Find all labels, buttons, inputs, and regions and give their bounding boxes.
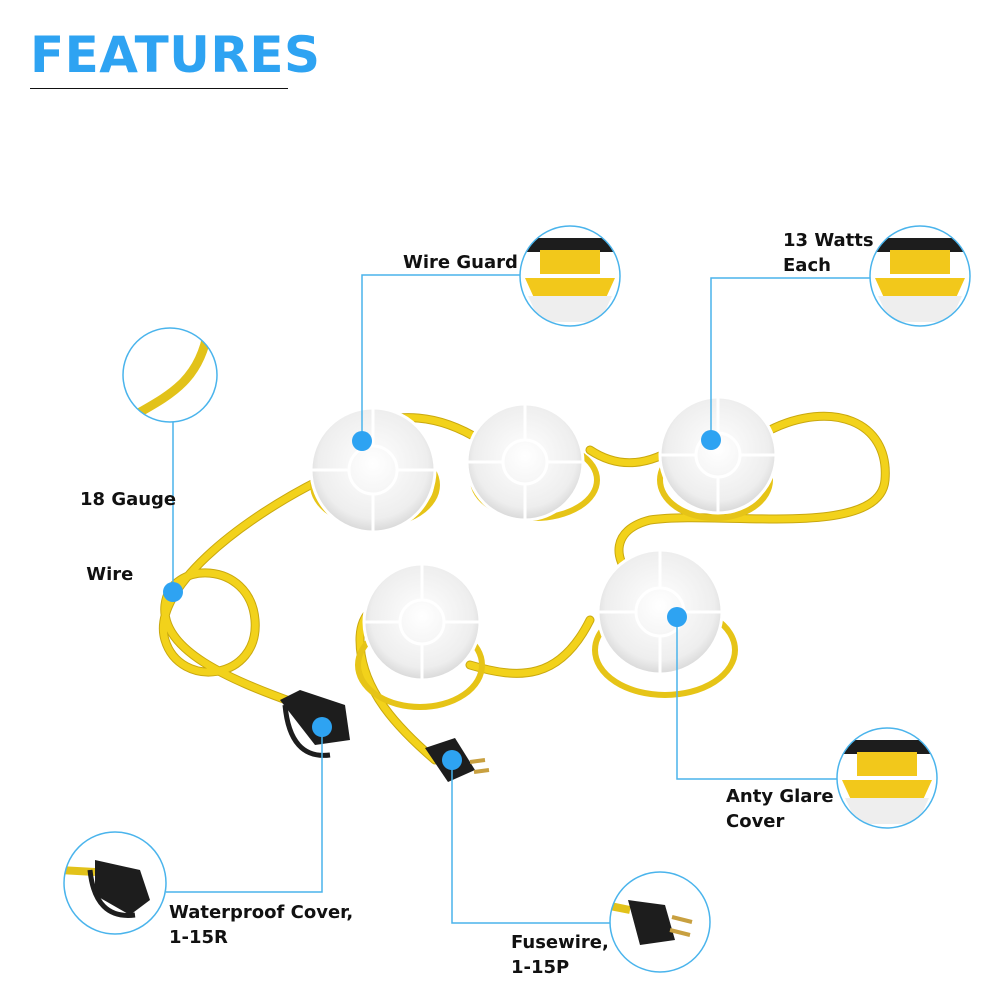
detail-waterproof bbox=[64, 860, 150, 918]
label-line: Wire bbox=[80, 564, 134, 585]
lamp-2 bbox=[465, 402, 585, 522]
dot-13-watts bbox=[701, 430, 721, 450]
lamp-5 bbox=[596, 548, 724, 676]
label-line: Fusewire, bbox=[511, 932, 609, 953]
detail-13-watts bbox=[870, 238, 970, 322]
dot-fusewire bbox=[442, 750, 462, 770]
label-line: 1-15P bbox=[511, 957, 570, 978]
detail-wire-guard bbox=[520, 238, 620, 322]
dot-18-gauge bbox=[163, 582, 183, 602]
label-anty-glare: Anty Glare Cover bbox=[726, 784, 834, 834]
lamp-1 bbox=[309, 406, 437, 534]
label-line: 18 Gauge bbox=[80, 489, 177, 510]
label-line: Wire Guard bbox=[403, 252, 518, 273]
label-13-watts: 13 Watts Each bbox=[783, 228, 874, 278]
dot-waterproof bbox=[312, 717, 332, 737]
dot-anty-glare bbox=[667, 607, 687, 627]
label-fusewire: Fusewire, 1-15P bbox=[511, 930, 609, 980]
label-18-gauge: 18 Gauge Wire bbox=[80, 437, 176, 612]
title-underline bbox=[30, 88, 288, 89]
label-line: Each bbox=[783, 255, 831, 276]
dot-wire-guard bbox=[352, 431, 372, 451]
label-line: 1-15R bbox=[169, 927, 228, 948]
label-wire-guard: Wire Guard bbox=[403, 250, 518, 275]
label-line: Waterproof Cover, bbox=[169, 902, 354, 923]
lamp-4 bbox=[362, 562, 482, 682]
callout-dots bbox=[163, 430, 721, 770]
label-line: 13 Watts bbox=[783, 230, 874, 251]
detail-anty-glare bbox=[837, 740, 937, 824]
lamp-3 bbox=[658, 395, 778, 515]
label-waterproof: Waterproof Cover, 1-15R bbox=[169, 900, 353, 950]
label-line: Anty Glare bbox=[726, 786, 834, 807]
detail-18-gauge bbox=[132, 329, 213, 419]
detail-fusewire bbox=[610, 900, 693, 945]
page-title: FEATURES bbox=[30, 26, 321, 84]
callout-lines bbox=[166, 274, 870, 924]
label-line: Cover bbox=[726, 811, 785, 832]
